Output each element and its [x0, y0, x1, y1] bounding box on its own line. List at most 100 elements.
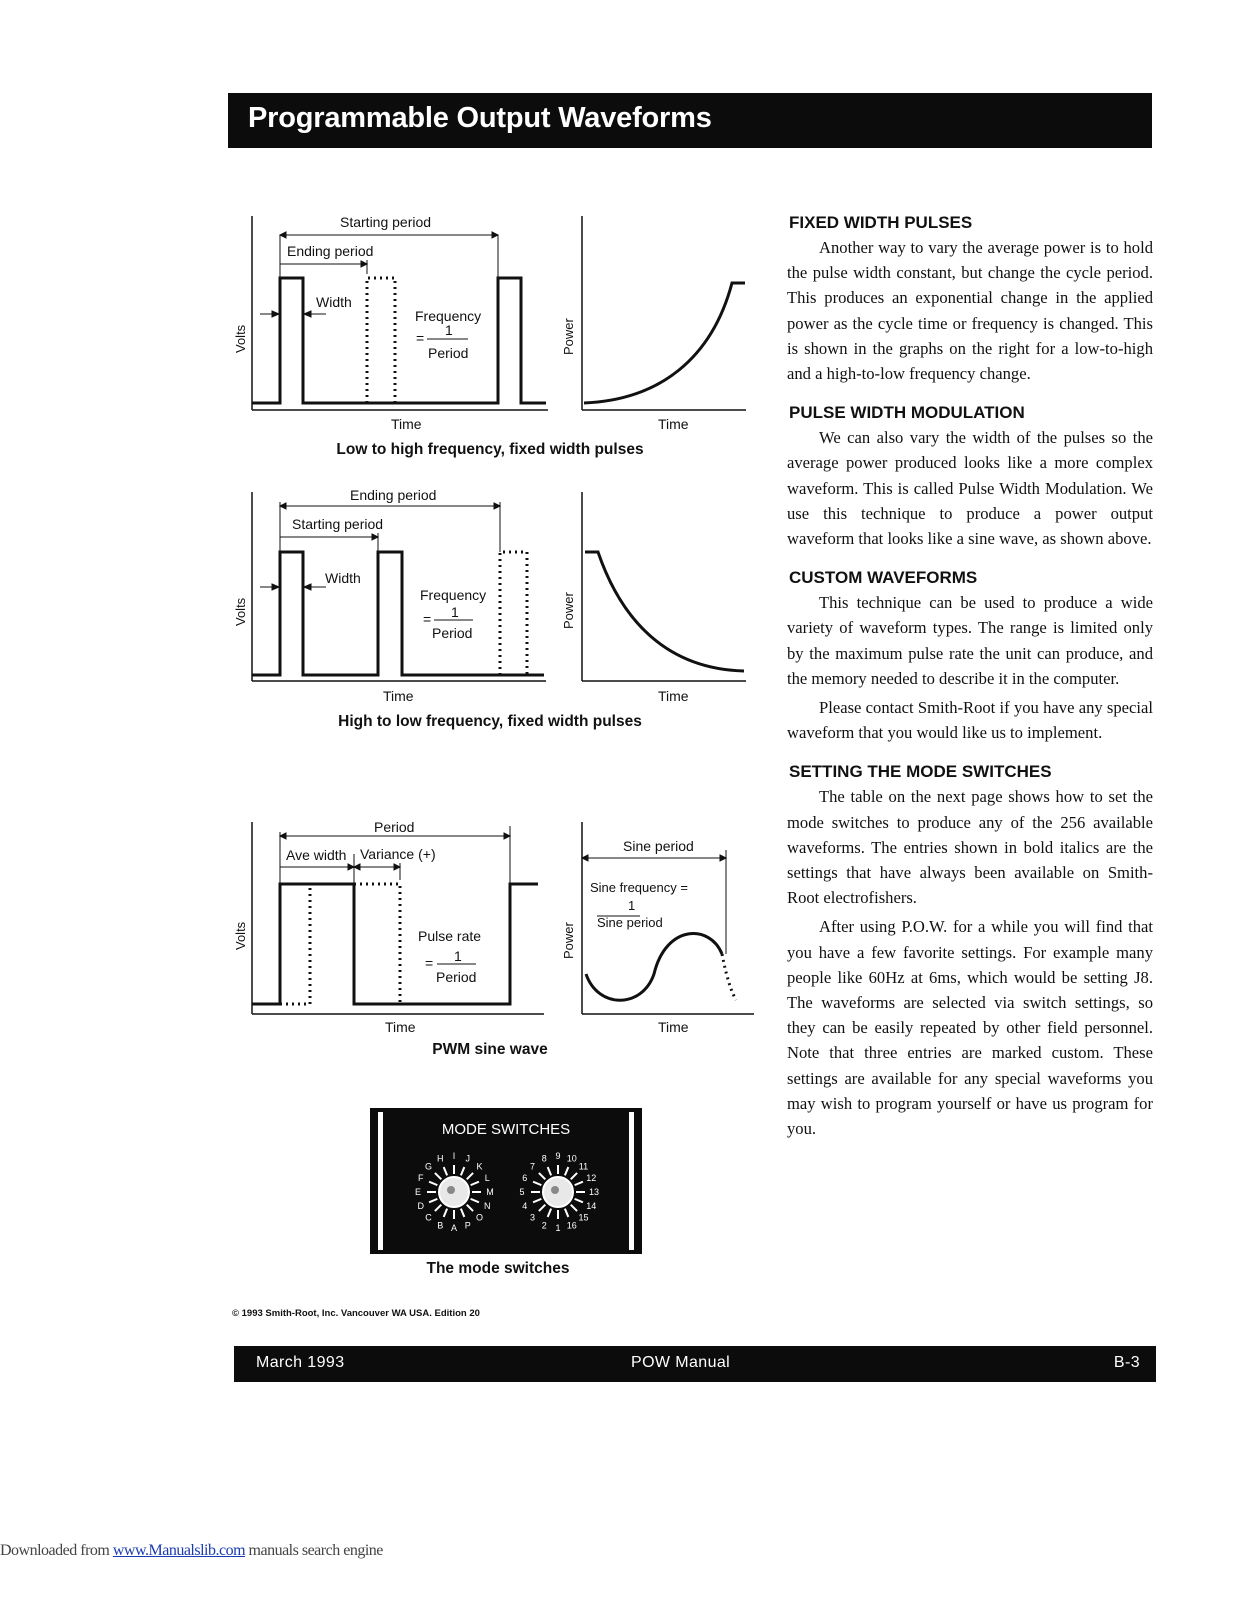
right-dial-label: 15 [578, 1212, 588, 1222]
fig1-width-label: Width [316, 294, 352, 310]
paragraph: This technique can be used to produce a … [787, 593, 1153, 688]
right-dial-tick [532, 1180, 542, 1187]
fig2-freq-one: 1 [451, 604, 459, 620]
right-dial-label: 11 [579, 1162, 588, 1172]
right-dial-label: 2 [542, 1220, 547, 1230]
fig2-ending-period-label: Ending period [350, 487, 436, 503]
page-footer: March 1993 POW Manual B-3 [234, 1346, 1156, 1382]
left-dial-tick [466, 1172, 474, 1180]
fig2-freq-period: Period [432, 625, 472, 641]
fig2-caption: High to low frequency, fixed width pulse… [338, 713, 642, 730]
fig3-ave-width-label: Ave width [286, 847, 346, 863]
fig1-ending-period-label: Ending period [287, 243, 373, 259]
right-dial-tick [574, 1180, 584, 1187]
right-dial-label: 3 [530, 1212, 535, 1222]
figure-pwm-sine: Period Ave width Variance (+) Pulse rate… [233, 819, 754, 1035]
fig3-sine-frequency-period: Sine period [597, 915, 663, 930]
right-dial-label: 7 [530, 1162, 535, 1172]
fig3-variance-label: Variance (+) [360, 846, 436, 862]
heading-custom-waveforms: CUSTOM WAVEFORMS [789, 568, 978, 588]
fig1-freq-equals: = [416, 330, 424, 346]
fig3-sine-period-label: Sine period [623, 838, 694, 854]
right-dial-tick [570, 1172, 578, 1180]
fig2-time-right: Time [658, 688, 689, 704]
left-dial-tick [428, 1197, 438, 1204]
page-title: Programmable Output Waveforms [248, 102, 712, 134]
fig2-starting-period-label: Starting period [292, 516, 383, 532]
paragraph: Please contact Smith-Root if you have an… [787, 698, 1153, 743]
fig2-freq-equals: = [423, 611, 431, 627]
left-dial-label: J [466, 1154, 471, 1164]
fig1-power-axis-label: Power [561, 317, 576, 355]
left-dial-label: L [485, 1173, 490, 1183]
right-dial-tick [570, 1204, 578, 1212]
fig1-time-left: Time [391, 416, 422, 432]
right-dial-label: 1 [555, 1223, 560, 1233]
fig1-starting-period-label: Starting period [340, 214, 431, 230]
left-dial-tick [434, 1172, 442, 1180]
fig2-frequency-label: Frequency [420, 587, 486, 603]
left-dial-label: M [486, 1187, 494, 1197]
left-dial-label: G [425, 1162, 432, 1172]
left-dial-tick [428, 1180, 438, 1187]
fig1-time-right: Time [658, 416, 689, 432]
manualslib-link[interactable]: www.Manualslib.com [112, 1542, 246, 1559]
left-dial-label: E [415, 1187, 421, 1197]
fig3-caption: PWM sine wave [432, 1041, 548, 1058]
right-dial-tick [546, 1166, 553, 1176]
fig3-time-right: Time [658, 1019, 689, 1035]
right-dial-label: 14 [586, 1201, 596, 1211]
left-dial-label: O [476, 1212, 483, 1222]
left-dial-label: F [418, 1173, 424, 1183]
fig1-frequency-label: Frequency [415, 308, 481, 324]
fig1-caption: Low to high frequency, fixed width pulse… [336, 441, 644, 458]
fig2-width-label: Width [325, 570, 361, 586]
left-dial-label: N [484, 1201, 491, 1211]
footer-date: March 1993 [256, 1354, 345, 1371]
paragraph: The table on the next page shows how to … [787, 787, 1153, 908]
fig3-volts-axis-label: Volts [233, 921, 248, 950]
left-dial-label: B [437, 1220, 443, 1230]
page-title-bar: Programmable Output Waveforms [228, 93, 1152, 148]
right-dial-tick [532, 1197, 542, 1204]
heading-fixed-width-pulses: FIXED WIDTH PULSES [789, 213, 973, 232]
left-dial-tick [470, 1197, 480, 1204]
left-dial-label: I [453, 1151, 456, 1161]
fig3-pulse-rate-label: Pulse rate [418, 928, 481, 944]
left-dial-label: A [451, 1223, 457, 1233]
left-dial-tick [442, 1208, 449, 1218]
right-dial-label: 16 [567, 1220, 577, 1230]
left-dial-label: K [476, 1162, 482, 1172]
paragraph: We can also vary the width of the pulses… [787, 428, 1153, 549]
right-dial-label: 13 [589, 1187, 599, 1197]
fig1-volts-axis-label: Volts [233, 324, 248, 353]
download-prefix: Downloaded from [0, 1542, 113, 1559]
mode-switches-caption: The mode switches [426, 1260, 570, 1277]
right-dial-tick [574, 1197, 584, 1204]
left-dial-label: C [425, 1212, 432, 1222]
left-dial-tick [466, 1204, 474, 1212]
mode-switches-title: MODE SWITCHES [442, 1121, 570, 1138]
right-dial-label: 12 [586, 1173, 596, 1183]
fig3-pulse-rate-one: 1 [454, 948, 462, 964]
left-dial-tick [459, 1166, 466, 1176]
left-dial-tick [434, 1204, 442, 1212]
fig3-sine-frequency-one: 1 [628, 898, 635, 913]
fig3-time-left: Time [385, 1019, 416, 1035]
heading-setting-mode-switches: SETTING THE MODE SWITCHES [789, 762, 1052, 782]
fig2-power-axis-label: Power [561, 591, 576, 629]
right-dial-label: 4 [522, 1201, 527, 1211]
right-dial-tick [538, 1204, 546, 1212]
right-dial-pointer [551, 1186, 559, 1194]
left-dial-pointer [447, 1186, 455, 1194]
download-suffix: manuals search engine [245, 1542, 384, 1559]
fig3-sine-frequency-label: Sine frequency = [590, 880, 688, 895]
right-dial-tick [546, 1208, 553, 1218]
figure-low-to-high: Starting period Ending period Width Freq… [233, 214, 746, 432]
left-dial-tick [442, 1166, 449, 1176]
right-dial-tick [538, 1172, 546, 1180]
left-dial-label: P [465, 1220, 471, 1230]
